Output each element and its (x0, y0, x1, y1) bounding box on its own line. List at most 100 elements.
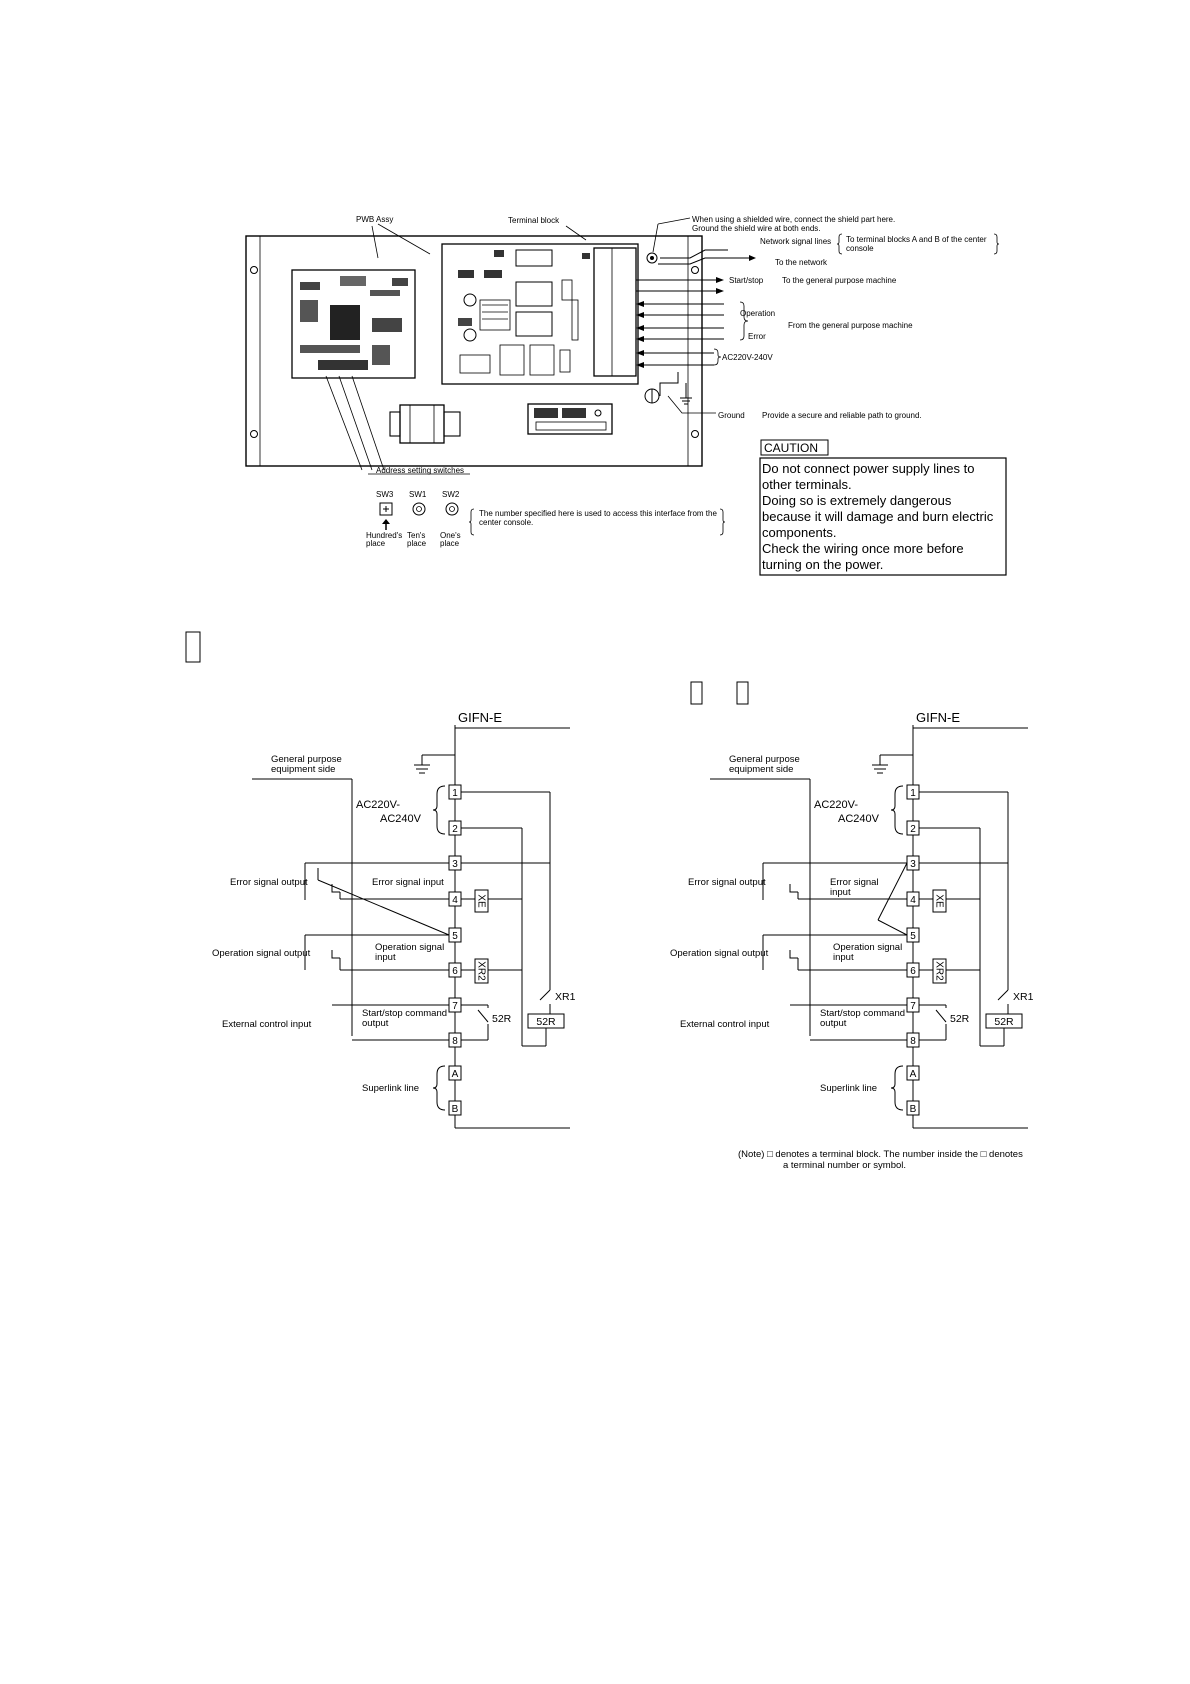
startstop-label: output (820, 1018, 847, 1029)
error-output-contact (331, 884, 340, 893)
equipment-side-label: equipment side (729, 764, 793, 775)
blank-marker-box (736, 681, 749, 705)
error-signal-wire (877, 919, 908, 936)
error-signal-wire (317, 879, 450, 936)
mounting-hole (250, 430, 258, 438)
error-output-label: Error signal output (230, 877, 308, 888)
blank-marker-box (185, 631, 201, 663)
terminal-number: B (910, 1104, 917, 1115)
external-control-label: External control input (680, 1019, 770, 1030)
ac-brace (432, 785, 446, 835)
terminal-block-label: Terminal block (508, 216, 560, 225)
error-label: Error (748, 332, 766, 341)
error-output-label: Error signal output (688, 877, 766, 888)
ac-power-label: AC220V-240V (722, 353, 773, 362)
sw1-place-1: Ten's (407, 531, 425, 540)
ground-label: Ground (718, 411, 745, 420)
to-general-machine-label: To the general purpose machine (782, 276, 897, 285)
r52-coil-label: 52R (536, 1016, 556, 1028)
operation-output-contact (789, 950, 798, 959)
gifn-title: GIFN-E (916, 710, 960, 725)
chassis-plate (245, 235, 703, 467)
caution-line: Do not connect power supply lines to (762, 461, 975, 476)
startstop-label: output (362, 1018, 389, 1029)
caution-box (759, 457, 1007, 576)
gifn-title: GIFN-E (458, 710, 502, 725)
equipment-side-label: General purpose (729, 754, 800, 765)
ground-note: Provide a secure and reliable path to gr… (762, 411, 922, 420)
operation-output-contact (331, 950, 340, 959)
xr2-label: XR2 (933, 961, 944, 981)
sw-note-2: center console. (479, 518, 533, 527)
equipment-side-label: General purpose (271, 754, 342, 765)
pwb-board-main (291, 269, 416, 379)
r52-coil-label: 52R (994, 1016, 1014, 1028)
caution-line: Check the wiring once more before (762, 541, 964, 556)
r52-contact-label: 52R (950, 1013, 970, 1025)
superlink-label: Superlink line (362, 1083, 419, 1094)
error-input-label: Error signal (830, 877, 879, 888)
blank-marker-box (690, 681, 703, 705)
operation-input-label: input (375, 952, 396, 963)
mounting-hole (250, 266, 258, 274)
terminal-number: 6 (910, 966, 916, 977)
xe-relay-box (474, 889, 489, 913)
caution-line: turning on the power. (762, 557, 884, 572)
xr2-label: XR2 (475, 961, 486, 981)
sw3-place-1: Hundred's (366, 531, 402, 540)
caution-line: Doing so is extremely dangerous (762, 493, 952, 508)
startstop-label: Start/stop command (362, 1008, 447, 1019)
error-input-label: input (830, 887, 851, 898)
terminal-number: 4 (910, 895, 916, 906)
caution-label-box (760, 439, 829, 456)
terminal-box (906, 1065, 920, 1081)
xe-relay-box (932, 889, 947, 913)
shield-note-1: When using a shielded wire, connect the … (692, 215, 895, 224)
start-stop-label: Start/stop (729, 276, 764, 285)
terminal-number: 5 (910, 931, 916, 942)
xr1-label: XR1 (1013, 991, 1034, 1003)
note-line-2: a terminal number or symbol. (783, 1160, 906, 1171)
sw-note-1: The number specified here is used to acc… (479, 509, 717, 518)
terminal-number: 4 (452, 895, 458, 906)
terminal-number: 2 (452, 824, 458, 835)
terminal-box (448, 1100, 462, 1116)
superlink-label: Superlink line (820, 1083, 877, 1094)
xe-label: XE (475, 894, 486, 908)
ac-label: AC240V (380, 813, 422, 825)
terminal-number: 1 (910, 788, 916, 799)
terminal-number: 7 (452, 1001, 458, 1012)
transformer (389, 404, 461, 444)
shield-note-2: Ground the shield wire at both ends. (692, 224, 821, 233)
sw2-place-2: place (440, 539, 460, 548)
ac-label: AC240V (838, 813, 880, 825)
sw3-label: SW3 (376, 490, 394, 499)
r52-contact-label: 52R (492, 1013, 512, 1025)
from-general-machine-label: From the general purpose machine (788, 321, 913, 330)
r52-contact (477, 1009, 489, 1023)
terminal-number: 5 (452, 931, 458, 942)
note-line-1: (Note) □ denotes a terminal block. The n… (738, 1149, 1023, 1160)
sw1-label: SW1 (409, 490, 427, 499)
operation-output-label: Operation signal output (670, 948, 769, 959)
terminal-number: 3 (910, 859, 916, 870)
xr2-relay-box (474, 958, 489, 984)
xr1-label: XR1 (555, 991, 576, 1003)
caution-line: other terminals. (762, 477, 852, 492)
ac-brace (890, 785, 904, 835)
ac-label: AC220V- (356, 799, 400, 811)
operation-input-label: Operation signal (375, 942, 444, 953)
terminal-number: 2 (910, 824, 916, 835)
operation-input-label: Operation signal (833, 942, 902, 953)
pwb-board-terminal (441, 243, 639, 385)
pwb-assy-label: PWB Assy (356, 215, 393, 224)
mounting-hole (691, 266, 699, 274)
sw3-place-2: place (366, 539, 386, 548)
xr1-contact (997, 989, 1009, 1001)
xr1-contact (539, 989, 551, 1001)
error-input-label: Error signal input (372, 877, 444, 888)
